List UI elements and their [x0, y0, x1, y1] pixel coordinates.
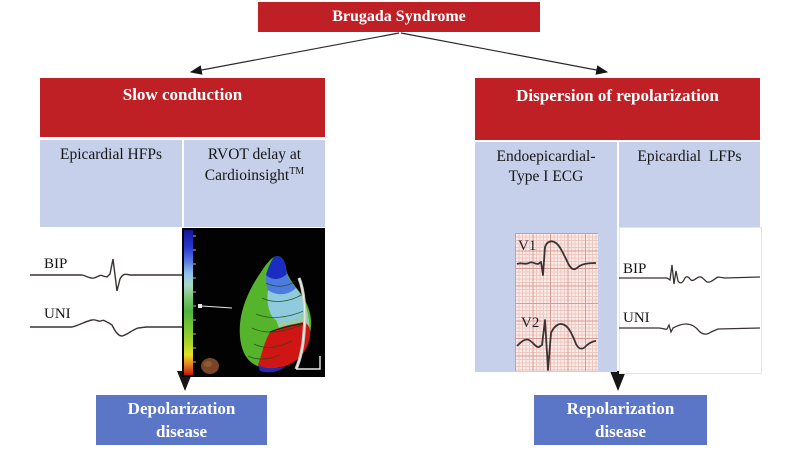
- outcome-depolarization-disease: Depolarization disease: [96, 395, 267, 445]
- arrow-to-right-branch-icon: [400, 32, 609, 75]
- cardioinsight-map-image: [182, 228, 325, 377]
- root-node-brugada-syndrome: Brugada Syndrome: [258, 2, 540, 32]
- right-subbox-epicardial-lfps: Epicardial LFPs: [619, 142, 760, 227]
- right-branch-header-label: Dispersion of repolarization: [516, 86, 719, 105]
- type1-ecg-strip: [515, 233, 598, 371]
- right-subbox1-label-line1: Endoepicardial-: [496, 148, 596, 165]
- left-ecg-traces: [30, 258, 182, 337]
- arrow-to-left-branch-icon: [189, 32, 400, 75]
- map-pointer: [198, 304, 233, 309]
- right-branch-header: Dispersion of repolarization: [475, 78, 760, 140]
- left-branch-header: Slow conduction: [40, 78, 325, 137]
- trademark-symbol: TM: [289, 166, 305, 178]
- left-subbox2-label-line2: CardioinsightTM: [204, 166, 305, 185]
- left-subbox1-label: Epicardial HFPs: [59, 146, 163, 163]
- map-colorbar: [184, 230, 193, 375]
- right-subbox2-label: Epicardial LFPs: [637, 148, 742, 165]
- map-scale-bar: [296, 356, 321, 370]
- outcome-left-line1: Depolarization: [127, 399, 236, 418]
- outcome-right-line1: Repolarization: [566, 399, 675, 418]
- left-bip-label: BIP: [44, 256, 68, 272]
- map-heart-surface: [239, 256, 312, 373]
- right-subbox1-label-line2: Type I ECG: [508, 168, 584, 186]
- outcome-left-line2: disease: [156, 421, 207, 441]
- right-bip-label: BIP: [623, 261, 647, 277]
- root-label: Brugada Syndrome: [332, 8, 466, 25]
- outcome-right-line2: disease: [595, 421, 646, 441]
- right-uni-label: UNI: [623, 310, 650, 326]
- map-catheter-highlight: [295, 277, 306, 370]
- map-colorbar-ticks: [193, 235, 196, 363]
- left-uni-label: UNI: [44, 306, 71, 322]
- left-subbox-rvot-delay: RVOT delay at CardioinsightTM: [184, 140, 325, 227]
- outcome-repolarization-disease: Repolarization disease: [534, 395, 707, 445]
- map-tissue-blob-highlight: [204, 361, 212, 367]
- left-subbox2-label-line1: RVOT delay at: [207, 146, 302, 163]
- left-branch-header-label: Slow conduction: [122, 85, 243, 104]
- left-subbox-epicardial-hfps: Epicardial HFPs: [40, 140, 182, 227]
- right-trace-panel: [619, 227, 762, 374]
